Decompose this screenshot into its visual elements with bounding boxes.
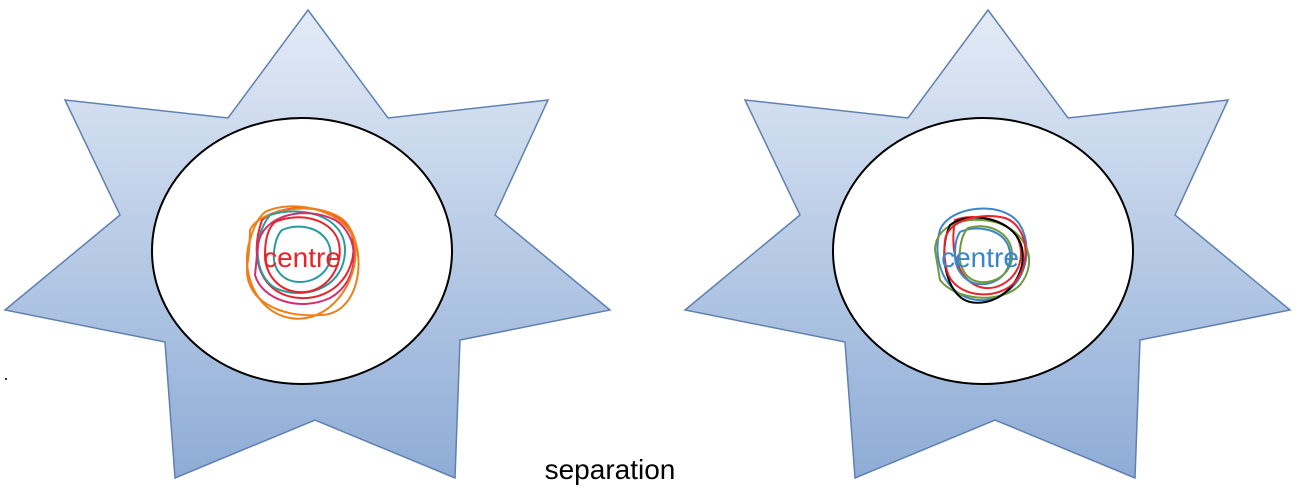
left-scribble-5 — [263, 216, 341, 294]
right-scribble-6 — [943, 215, 1027, 296]
right-centre-label: centre — [941, 242, 1019, 273]
right-scribble-cluster — [933, 207, 1031, 304]
right-scribble-7 — [958, 225, 1014, 284]
left-scribble-7 — [272, 225, 332, 284]
left-inner-circle — [151, 117, 453, 385]
left-scribble-cluster — [245, 205, 360, 320]
left-scribble-6 — [245, 205, 357, 320]
left-scribble-4 — [253, 212, 355, 305]
separation-caption: separation — [544, 454, 676, 485]
left-centre-label: centre — [263, 242, 341, 273]
right-scribble-5 — [953, 227, 1012, 286]
right-scribble-3 — [933, 218, 1031, 299]
left-star-group: centre — [3, 8, 612, 480]
stray-dot — [5, 378, 7, 380]
left-scribble-3 — [256, 210, 347, 295]
right-star-group: centre — [683, 8, 1292, 480]
right-inner-circle — [832, 117, 1134, 385]
